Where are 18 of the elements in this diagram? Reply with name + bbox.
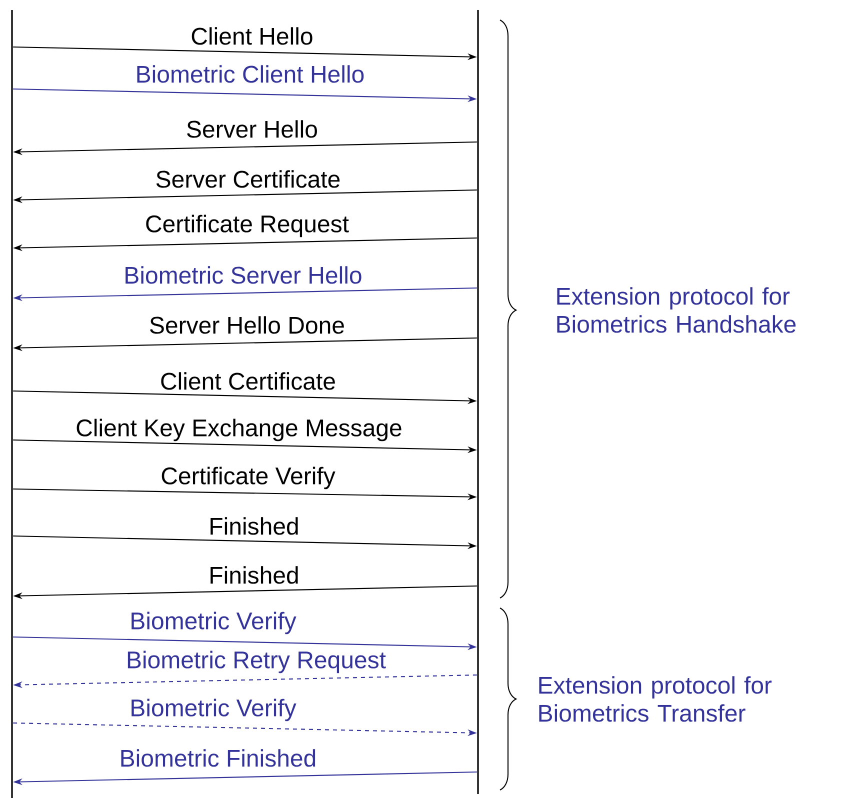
edge-label: Client Key Exchange Message	[76, 418, 402, 442]
brace-label: Extension protocol for Biometrics Handshake	[557, 287, 796, 333]
brace-label: Extension protocol for Biometrics Transfer	[539, 676, 772, 722]
edge-label: Biometric Verify	[132, 612, 296, 634]
edge-label: Finished	[210, 517, 298, 535]
edge-label: Certificate Request	[146, 214, 349, 238]
edge-label: Server Hello	[187, 120, 317, 138]
edge-label: Finished	[210, 566, 298, 584]
edge-label: Biometric Retry Request	[128, 650, 386, 674]
edge-label: Certificate Verify	[162, 466, 336, 490]
edge-label: Client Certificate	[161, 372, 335, 390]
edge-label: Server Certificate	[156, 170, 340, 188]
edge-label: Biometric Server Hello	[126, 266, 362, 284]
edge-label: Server Hello Done	[150, 316, 344, 334]
edge-label: Biometric Client Hello	[137, 65, 364, 83]
edge-label: Client Hello	[192, 27, 312, 45]
edge-label: Biometric Finished	[121, 749, 316, 767]
edge-label: Biometric Verify	[132, 698, 296, 722]
